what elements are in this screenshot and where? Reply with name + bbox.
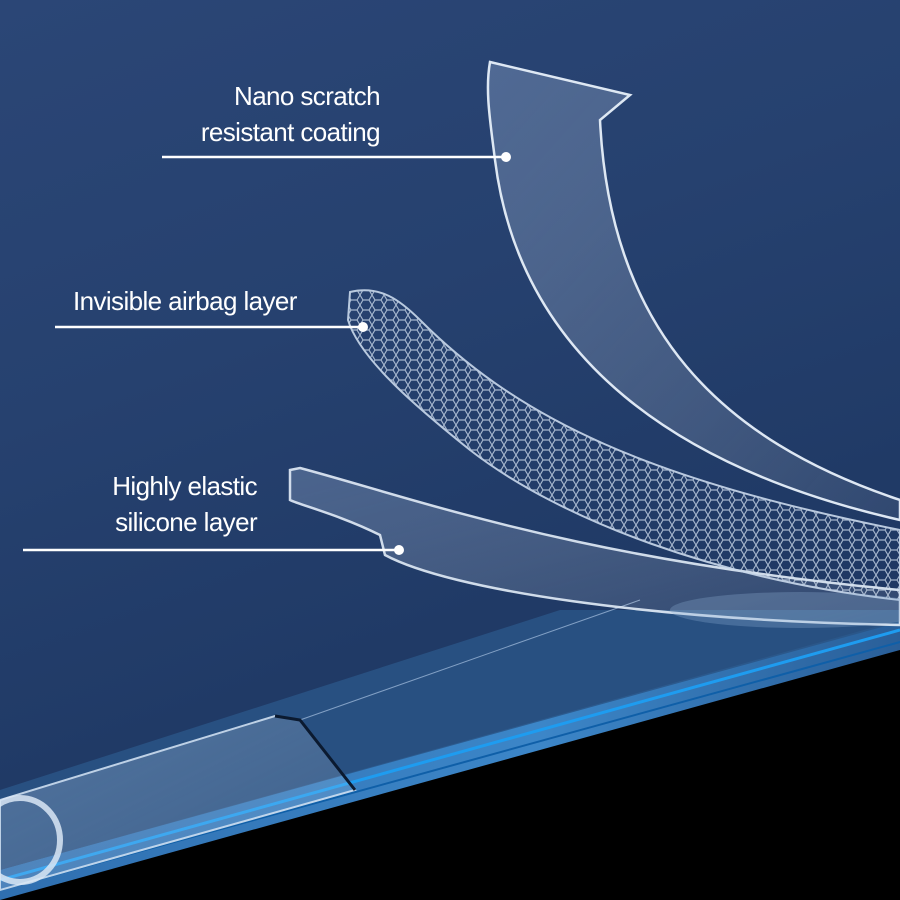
silicone-layer <box>288 466 900 627</box>
callout-dot-airbag <box>358 322 368 332</box>
callout-dot-nano <box>501 152 511 162</box>
airbag-layer <box>346 289 900 602</box>
callout-dot-silicone <box>394 545 404 555</box>
camera-ring <box>0 795 63 885</box>
label-highly-elastic-silicone: Highly elastic silicone layer <box>112 471 257 537</box>
phone-edge <box>0 620 900 900</box>
nano-coating-layer <box>486 60 900 522</box>
label-nano-scratch-coating: Nano scratch resistant coating <box>200 81 381 147</box>
label-invisible-airbag-layer: Invisible airbag layer <box>73 286 297 316</box>
